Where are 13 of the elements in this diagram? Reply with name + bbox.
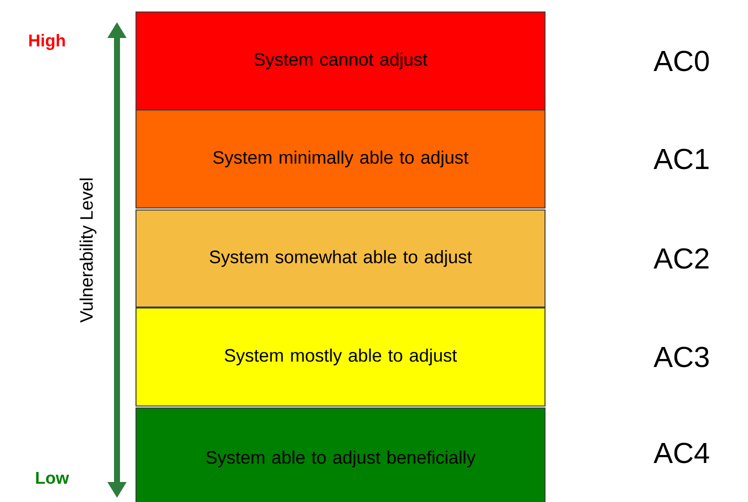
level-box: System able to adjust beneficially bbox=[136, 407, 546, 502]
level-label: High bbox=[29, 34, 65, 50]
axis-label: Vulnerability Level bbox=[80, 178, 96, 323]
level-label: Low bbox=[36, 472, 70, 484]
level-box: System cannot adjust bbox=[136, 12, 546, 110]
level-code: AC4 bbox=[654, 442, 710, 464]
level-box: System somewhat able to adjust bbox=[136, 209, 546, 308]
level-code: AC2 bbox=[654, 248, 708, 269]
level-code: AC1 bbox=[654, 148, 709, 170]
level-box: System minimally able to adjust bbox=[136, 109, 546, 208]
level-code: AC3 bbox=[654, 346, 709, 368]
level-code: AC0 bbox=[654, 50, 709, 72]
level-box: System mostly able to adjust bbox=[136, 308, 546, 406]
